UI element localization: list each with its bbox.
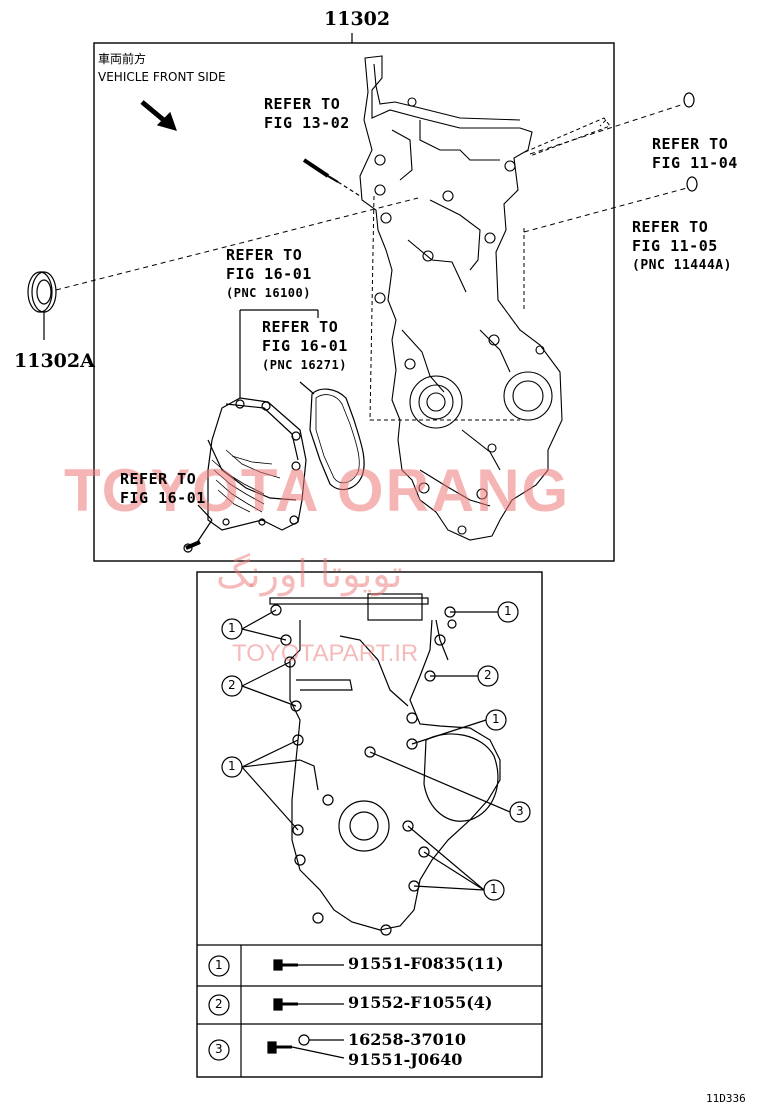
legend-part-1: 91551-F0835(11) [348, 954, 504, 973]
bolt-icon-2 [273, 998, 344, 1011]
callout-1-b: 1 [228, 759, 236, 773]
diagram-code: 11D336 [706, 1092, 746, 1105]
legend-part-2: 91552-F1055(4) [348, 993, 493, 1012]
vehicle-front-arrow [140, 100, 177, 131]
stud-bolt [302, 158, 339, 183]
main-part-number: 11302 [324, 8, 391, 30]
vehicle-front-jp: 車両前方 [98, 52, 147, 66]
refer-fig-16-01-pnc-16100: REFER TO FIG 16-01 (PNC 16100) [226, 246, 312, 300]
refer-fig-11-04: REFER TO FIG 11-04 [652, 135, 738, 172]
legend-part-3b: 91551-J0640 [348, 1050, 463, 1069]
water-pump-bolt [183, 540, 201, 553]
callout-1-e: 1 [490, 882, 498, 896]
legend-num-1: 1 [215, 958, 223, 972]
o-ring-upper [683, 92, 695, 108]
water-pump [207, 397, 307, 531]
callout-2-a: 2 [228, 678, 236, 692]
callout-1-c: 1 [504, 604, 512, 618]
callout-2-b: 2 [484, 668, 492, 682]
lower-diagram-frame [196, 571, 543, 1078]
vehicle-front-en: VEHICLE FRONT SIDE [98, 70, 226, 84]
callout-1-d: 1 [492, 712, 500, 726]
refer-fig-16-01-bolt: REFER TO FIG 16-01 [120, 470, 206, 507]
bolt-icon-1 [273, 959, 344, 971]
cover-dashed-outline [369, 117, 611, 421]
seal-part-number: 11302A [14, 350, 95, 372]
upper-diagram-frame [93, 42, 615, 562]
o-ring-lower [686, 176, 698, 192]
water-pump-gasket [309, 388, 365, 491]
cover-bolt-layout [269, 593, 501, 936]
legend-num-2: 2 [215, 997, 223, 1011]
refer-fig-13-02: REFER TO FIG 13-02 [264, 95, 350, 132]
watermark-main: TOYOTA ORANG [64, 457, 571, 524]
legend-part-3a: 16258-37010 [348, 1030, 466, 1049]
watermark-site: TOYOTAPART.IR [232, 640, 419, 667]
callout-3-a: 3 [516, 804, 524, 818]
oil-seal [27, 271, 57, 313]
refer-fig-16-01-pnc-16271: REFER TO FIG 16-01 (PNC 16271) [262, 318, 348, 372]
watermark-persian: تویوتا اورنگ [216, 552, 403, 596]
vehicle-front-label: 車両前方 VEHICLE FRONT SIDE [98, 50, 226, 86]
refer-fig-11-05: REFER TO FIG 11-05 (PNC 11444A) [632, 218, 732, 273]
legend-num-3: 3 [215, 1042, 223, 1056]
bolt-icon-3 [267, 1034, 345, 1059]
callout-1-a: 1 [228, 621, 236, 635]
timing-chain-cover [359, 55, 563, 541]
